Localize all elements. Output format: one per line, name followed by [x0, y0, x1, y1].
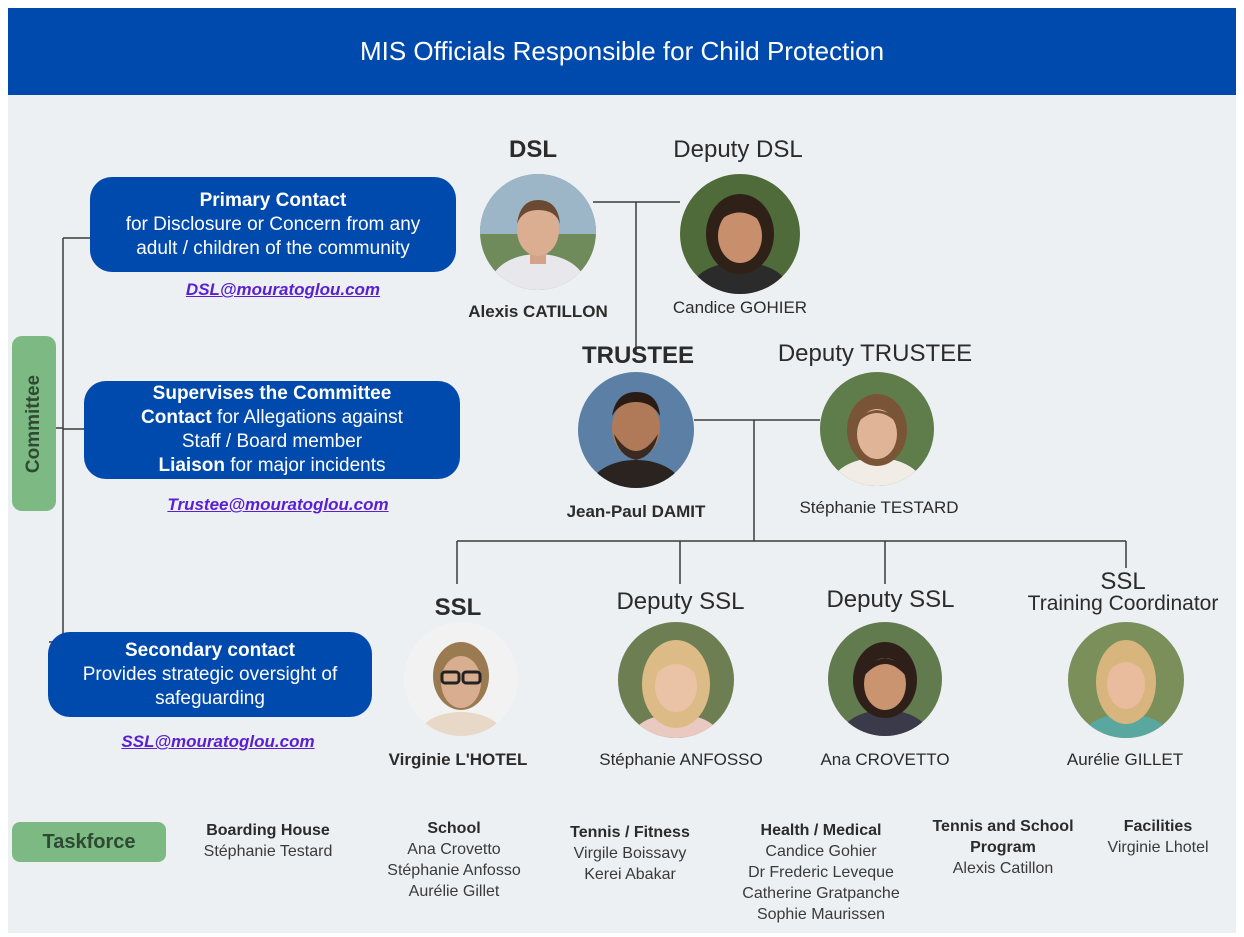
primary-contact-box: Primary Contact for Disclosure or Concer… — [90, 177, 456, 272]
taskforce-facilities: Facilities Virginie Lhotel — [1088, 816, 1228, 858]
contact-line: safeguarding — [155, 687, 265, 709]
taskforce-member: Kerei Abakar — [584, 866, 676, 883]
contact-line: adult / children of the community — [136, 237, 410, 259]
dsl-email-link[interactable]: DSL@mouratoglou.com — [185, 280, 381, 299]
name-ana-crovetto: Ana CROVETTO — [820, 750, 950, 769]
trustee-contact-box: Supervises the Committee Contact for All… — [84, 381, 460, 479]
taskforce-member: Stéphanie Testard — [203, 843, 333, 860]
taskforce-member: Alexis Catillon — [952, 860, 1054, 877]
taskforce-title: Tennis / Fitness — [570, 824, 690, 841]
taskforce-member: Sophie Maurissen — [756, 906, 886, 923]
avatar-candice-gohier — [680, 174, 800, 294]
contact-line-bold: Primary Contact — [199, 189, 347, 211]
contact-line: for Allegations against — [211, 407, 403, 428]
role-deputy-dsl: Deputy DSL — [673, 136, 803, 163]
ssl-email-link[interactable]: SSL@mouratoglou.com — [121, 732, 315, 751]
trustee-email-link[interactable]: Trustee@mouratoglou.com — [167, 495, 389, 514]
taskforce-title: Tennis and School — [932, 818, 1074, 835]
taskforce-member: Catherine Gratpanche — [742, 885, 900, 902]
role-training-coordinator: Training Coordinator — [1027, 592, 1219, 615]
taskforce-boarding-house: Boarding House Stéphanie Testard — [180, 820, 356, 862]
taskforce-health-medical: Health / Medical Candice Gohier Dr Frede… — [716, 820, 926, 925]
contact-line-bold: Contact — [141, 407, 212, 428]
committee-bracket — [49, 237, 90, 643]
contact-line: for major incidents — [225, 455, 386, 476]
avatar-virginie-lhotel — [404, 622, 518, 736]
contact-line-bold: Supervises the Committee — [152, 383, 392, 404]
role-deputy-ssl: Deputy SSL — [616, 588, 745, 615]
name-aurelie-gillet: Aurélie GILLET — [1066, 750, 1184, 769]
contact-line-bold: Liaison — [158, 455, 225, 476]
name-alexis-catillon: Alexis CATILLON — [468, 302, 608, 321]
connector-lines — [49, 201, 1127, 643]
page-title: MIS Officials Responsible for Child Prot… — [8, 8, 1236, 95]
avatar-alexis-catillon — [480, 174, 596, 290]
taskforce-label: Taskforce — [12, 822, 166, 862]
taskforce-school: School Ana Crovetto Stéphanie Anfosso Au… — [364, 818, 544, 902]
avatar-stephanie-testard — [820, 372, 934, 486]
page: MIS Officials Responsible for Child Prot… — [8, 8, 1236, 933]
taskforce-title: School — [427, 820, 481, 837]
name-virginie-lhotel: Virginie L'HOTEL — [388, 750, 528, 769]
role-deputy-trustee: Deputy TRUSTEE — [777, 340, 973, 367]
name-stephanie-testard: Stéphanie TESTARD — [799, 498, 959, 517]
taskforce-member: Virgile Boissavy — [573, 845, 687, 862]
role-deputy-ssl: Deputy SSL — [826, 586, 955, 613]
avatar-aurelie-gillet — [1068, 622, 1184, 738]
avatar-ana-crovetto — [828, 622, 942, 736]
avatar-jean-paul-damit — [578, 372, 694, 488]
taskforce-member: Virginie Lhotel — [1107, 839, 1209, 856]
role-trustee: TRUSTEE — [581, 342, 694, 369]
contact-line: for Disclosure or Concern from any — [125, 213, 421, 235]
dsl-connector — [593, 201, 680, 355]
committee-label: Committee — [12, 336, 56, 511]
role-ssl: SSL — [1100, 568, 1146, 595]
role-ssl: SSL — [434, 594, 482, 621]
role-dsl: DSL — [509, 136, 557, 163]
avatar-stephanie-anfosso — [618, 622, 734, 738]
name-jean-paul-damit: Jean-Paul DAMIT — [566, 502, 706, 521]
name-stephanie-anfosso: Stéphanie ANFOSSO — [599, 750, 763, 769]
contact-line: Provides strategic oversight of — [82, 663, 338, 685]
contact-line: Staff / Board member — [181, 431, 363, 452]
taskforce-member: Dr Frederic Leveque — [748, 864, 894, 881]
taskforce-tennis-school-program: Tennis and School Program Alexis Catillo… — [918, 816, 1088, 879]
taskforce-member: Aurélie Gillet — [408, 883, 500, 900]
taskforce-title: Facilities — [1123, 818, 1193, 835]
contact-line-bold: Secondary contact — [125, 639, 295, 661]
taskforce-tennis-fitness: Tennis / Fitness Virgile Boissavy Kerei … — [550, 822, 710, 885]
taskforce-title: Program — [970, 839, 1036, 856]
taskforce-member: Candice Gohier — [765, 843, 877, 860]
taskforce-title: Health / Medical — [760, 822, 882, 839]
taskforce-member: Ana Crovetto — [407, 841, 501, 858]
secondary-contact-box: Secondary contact Provides strategic ove… — [48, 632, 372, 717]
ssl-branch — [456, 420, 1127, 584]
name-candice-gohier: Candice GOHIER — [672, 298, 808, 317]
taskforce-member: Stéphanie Anfosso — [387, 862, 521, 879]
taskforce-title: Boarding House — [206, 822, 330, 839]
